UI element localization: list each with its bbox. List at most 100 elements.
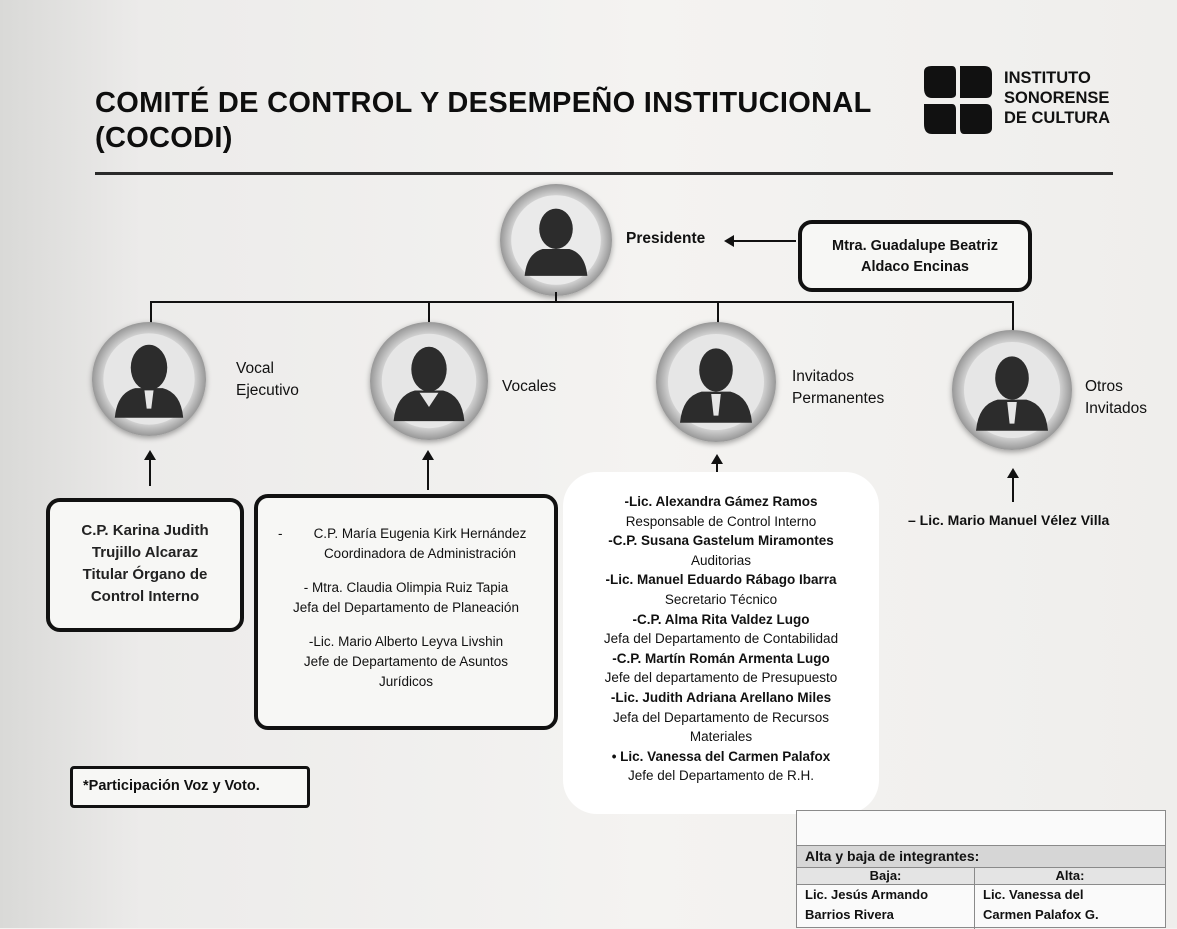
alta-entry: Lic. Vanessa del Carmen Palafox G.: [975, 885, 1165, 925]
invitados-permanentes-panel: -Lic. Alexandra Gámez Ramos Responsable …: [563, 472, 879, 814]
invitado-3-name: -Lic. Manuel Eduardo Rábago Ibarra: [605, 572, 837, 588]
logo-text: INSTITUTO SONORENSE DE CULTURA: [1004, 68, 1110, 128]
logo-line-2: SONORENSE: [1004, 89, 1110, 107]
invitado-4-title: Jefa del Departamento de Contabilidad: [603, 631, 839, 647]
vocal-ejecutivo-role: Vocal Ejecutivo: [236, 358, 299, 402]
baja-entry: Lic. Jesús Armando Barrios Rivera: [797, 885, 974, 925]
invitado-4: -C.P. Alma Rita Valdez Lugo Jefa del Dep…: [563, 610, 879, 649]
branch-drop-1: [150, 301, 152, 325]
invitado-5-title: Jefe del departamento de Presupuesto: [604, 670, 838, 686]
president-avatar: [500, 184, 612, 296]
president-name-line-2: Aldaco Encinas: [861, 259, 969, 275]
president-name-line-1: Mtra. Guadalupe Beatriz: [832, 238, 998, 254]
vocal-ejecutivo-avatar: [92, 322, 206, 436]
vocal-member-3-title: Jefe de Departamento de Asuntos: [303, 654, 509, 669]
president-name-box: Mtra. Guadalupe Beatriz Aldaco Encinas: [798, 220, 1032, 292]
branch-drop-4: [1012, 301, 1014, 331]
vocales-box: - C.P. María Eugenia Kirk Hernández Coor…: [254, 494, 558, 730]
alta-column: Alta: Lic. Vanessa del Carmen Palafox G.: [975, 867, 1165, 929]
branch-drop-2: [428, 301, 430, 325]
vocal-member-3: -Lic. Mario Alberto Leyva Livshin Jefe d…: [258, 632, 554, 692]
alta-label: Alta:: [975, 867, 1165, 885]
up-connector-1: [149, 458, 151, 486]
invitado-2-title: Auditorias: [690, 552, 752, 568]
invitado-1-title: Responsable de Control Interno: [625, 513, 817, 529]
arrow-up-icon: [422, 450, 434, 460]
invitado-1-name: -Lic. Alexandra Gámez Ramos: [624, 494, 818, 509]
vocal-member-1-bullet: -: [278, 526, 283, 541]
vocal-ejecutivo-box: C.P. Karina Judith Trujillo Alcaraz Titu…: [46, 498, 244, 632]
invitado-3-title: Secretario Técnico: [664, 591, 778, 607]
vocales-avatar: [370, 322, 488, 440]
person-silhouette-icon: [103, 333, 195, 425]
vocal-ejecutivo-role-line-1: Vocal: [236, 360, 274, 377]
vocales-role: Vocales: [502, 378, 557, 395]
invitados-role-line-2: Permanentes: [792, 390, 885, 407]
otros-role-line-2: Invitados: [1085, 400, 1148, 417]
title-line-2: (COCODI): [95, 122, 233, 154]
baja-column: Baja: Lic. Jesús Armando Barrios Rivera: [797, 867, 975, 929]
invitado-6-title-2: Materiales: [689, 729, 753, 745]
invitado-4-name: -C.P. Alma Rita Valdez Lugo: [632, 611, 810, 627]
vocal-member-1-name: C.P. María Eugenia Kirk Hernández: [313, 526, 527, 541]
vocal-ejecutivo-line-4: Control Interno: [90, 588, 200, 605]
person-silhouette-icon: [381, 333, 477, 429]
baja-label: Baja:: [797, 867, 974, 885]
branch-bar: [150, 301, 1014, 303]
trunk-line: [555, 292, 557, 302]
president-role-label: Presidente: [626, 230, 706, 247]
vocal-member-3-title-2: Jurídicos: [378, 674, 434, 689]
invitado-1: -Lic. Alexandra Gámez Ramos Responsable …: [563, 492, 879, 531]
alta-line-1: Lic. Vanessa del: [983, 887, 1084, 902]
person-silhouette-icon: [964, 342, 1060, 438]
person-silhouette-icon: [511, 195, 601, 285]
vocal-member-2: - Mtra. Claudia Olimpia Ruiz Tapia Jefa …: [258, 578, 554, 618]
vocal-ejecutivo-line-3: Titular Órgano de: [82, 566, 208, 583]
invitado-3: -Lic. Manuel Eduardo Rábago Ibarra Secre…: [563, 570, 879, 609]
invitado-6: -Lic. Judith Adriana Arellano Miles Jefa…: [563, 688, 879, 747]
invitado-2: -C.P. Susana Gastelum Miramontes Auditor…: [563, 531, 879, 570]
vocal-ejecutivo-line-2: Trujillo Alcaraz: [91, 544, 199, 561]
vocal-member-2-name: - Mtra. Claudia Olimpia Ruiz Tapia: [303, 580, 509, 595]
arrow-left-icon: [724, 235, 734, 247]
vocal-member-1-title: Coordinadora de Administración: [323, 546, 517, 561]
logo-line-3: DE CULTURA: [1004, 109, 1111, 127]
voting-note: *Participación Voz y Voto.: [83, 778, 260, 794]
invitado-6-name: -Lic. Judith Adriana Arellano Miles: [610, 689, 832, 705]
invitado-5: -C.P. Martín Román Armenta Lugo Jefe del…: [563, 649, 879, 688]
arrow-up-icon: [711, 454, 723, 464]
invitado-5-name: -C.P. Martín Román Armenta Lugo: [612, 650, 830, 666]
title-divider: [95, 172, 1113, 175]
invitado-7: • Lic. Vanessa del Carmen Palafox Jefe d…: [563, 747, 879, 786]
invitados-permanentes-role: Invitados Permanentes: [792, 366, 884, 410]
up-connector-4: [1012, 476, 1014, 502]
otros-invitados-member: – Lic. Mario Manuel Vélez Villa: [908, 512, 1110, 528]
vocal-ejecutivo-role-line-2: Ejecutivo: [236, 382, 299, 399]
vocal-ejecutivo-line-1: C.P. Karina Judith: [81, 522, 209, 539]
logo-mark-icon: [924, 66, 992, 134]
invitados-permanentes-avatar: [656, 322, 776, 442]
page-title: COMITÉ DE CONTROL Y DESEMPEÑO INSTITUCIO…: [95, 86, 885, 156]
invitado-2-name: -C.P. Susana Gastelum Miramontes: [608, 533, 834, 549]
arrow-up-icon: [1007, 468, 1019, 478]
otros-role-line-1: Otros: [1085, 378, 1123, 395]
invitado-6-title: Jefa del Departamento de Recursos: [612, 709, 830, 725]
membership-changes-table: Alta y baja de integrantes: Baja: Lic. J…: [796, 810, 1166, 929]
baja-line-1: Lic. Jesús Armando: [805, 887, 929, 902]
logo-line-1: INSTITUTO: [1004, 69, 1091, 87]
otros-invitados-role: Otros Invitados: [1085, 376, 1147, 420]
title-line-1: COMITÉ DE CONTROL Y DESEMPEÑO INSTITUCIO…: [95, 87, 872, 119]
up-connector-2: [427, 458, 429, 490]
vocal-member-1: - C.P. María Eugenia Kirk Hernández Coor…: [258, 524, 554, 564]
invitados-role-line-1: Invitados: [792, 368, 855, 385]
invitado-7-title: Jefe del Departamento de R.H.: [627, 768, 815, 784]
branch-drop-3: [717, 301, 719, 325]
otros-invitados-avatar: [952, 330, 1072, 450]
vocal-member-3-name: -Lic. Mario Alberto Leyva Livshin: [308, 634, 504, 649]
alta-line-2: Carmen Palafox G.: [983, 907, 1099, 922]
president-connector: [732, 240, 796, 242]
vocal-member-2-title: Jefa del Departamento de Planeación: [293, 600, 519, 615]
baja-line-2: Barrios Rivera: [805, 907, 894, 922]
person-silhouette-icon: [668, 334, 764, 430]
